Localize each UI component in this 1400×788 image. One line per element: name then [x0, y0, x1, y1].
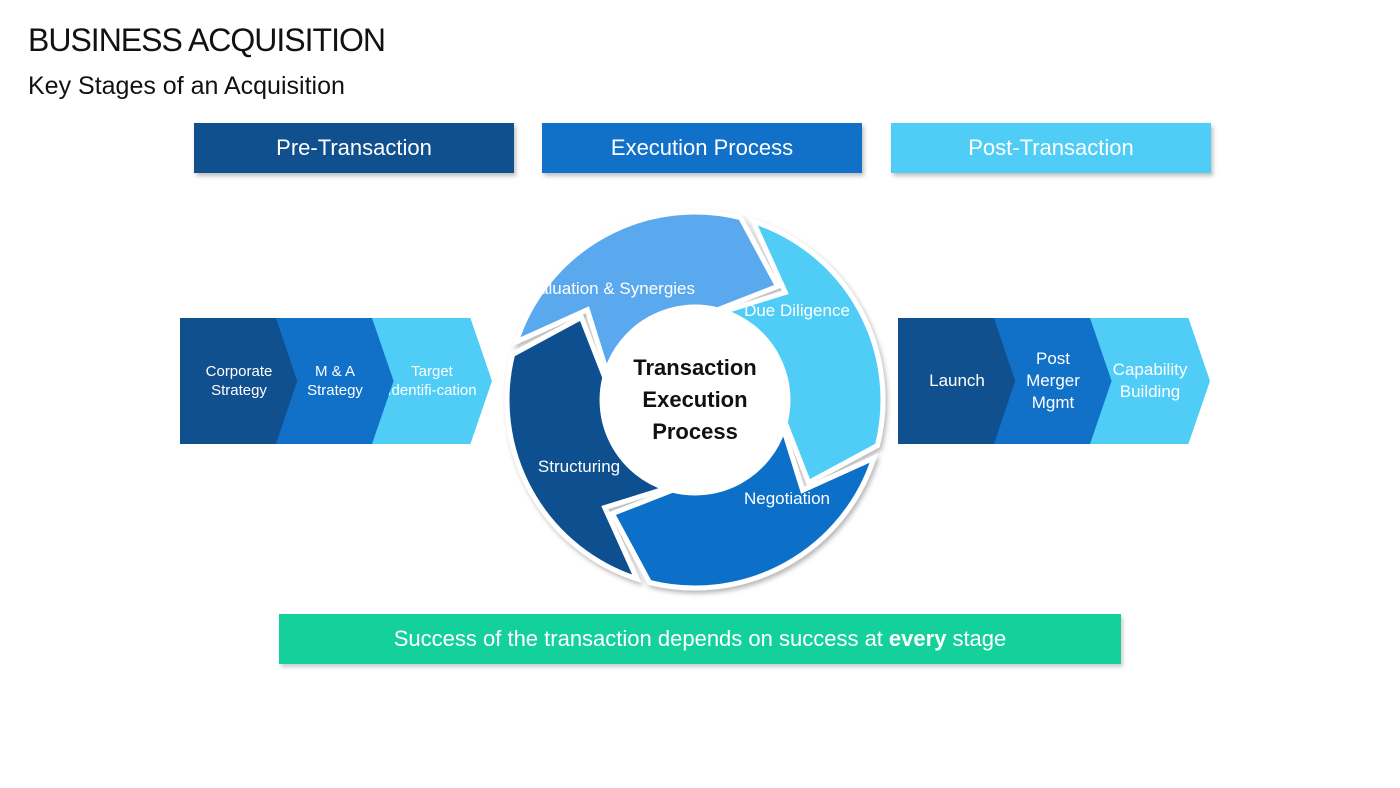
phase-label: Pre-Transaction	[276, 135, 432, 160]
step-label: Capability Building	[1112, 359, 1188, 401]
step-label: Target Identifi-cation	[387, 362, 477, 400]
post-transaction-steps: Launch Post Merger Mgmt Capability Build…	[898, 318, 1210, 444]
success-text-before: Success of the transaction depends on su…	[393, 626, 883, 651]
segment-label-negotiation: Negotiation	[743, 489, 831, 509]
execution-cycle: Valuation & Synergies Due Diligence Nego…	[500, 205, 890, 595]
phase-label: Post-Transaction	[968, 135, 1134, 160]
cycle-center-label: Transaction Execution Process	[633, 355, 757, 444]
segment-label-valuation: Valuation & Synergies	[528, 279, 696, 299]
slide-subtitle: Key Stages of an Acquisition	[28, 72, 345, 100]
slide-title: BUSINESS ACQUISITION	[28, 22, 386, 58]
pre-transaction-steps: Corporate Strategy M & A Strategy Target…	[180, 318, 492, 444]
step-launch: Launch	[898, 318, 1016, 444]
phase-label: Execution Process	[610, 135, 794, 160]
step-label: Corporate Strategy	[205, 362, 273, 400]
phase-header-pre-transaction: Pre-Transaction	[194, 123, 514, 173]
step-corporate-strategy: Corporate Strategy	[180, 318, 298, 444]
phase-header-post-transaction: Post-Transaction	[891, 123, 1211, 173]
step-label: Launch	[929, 370, 985, 390]
cycle-graphic	[504, 209, 886, 591]
step-label: M & A Strategy	[307, 362, 363, 400]
success-text-after: stage	[952, 626, 1007, 651]
cycle-center-circle	[602, 307, 788, 493]
success-banner: Success of the transaction depends on su…	[279, 614, 1121, 664]
phase-header-execution-process: Execution Process	[542, 123, 862, 173]
step-label: Post Merger Mgmt	[1026, 348, 1080, 413]
segment-label-structuring: Structuring	[537, 457, 621, 477]
segment-label-due-diligence: Due Diligence	[744, 301, 850, 321]
success-text-emphasis: every	[888, 626, 947, 651]
